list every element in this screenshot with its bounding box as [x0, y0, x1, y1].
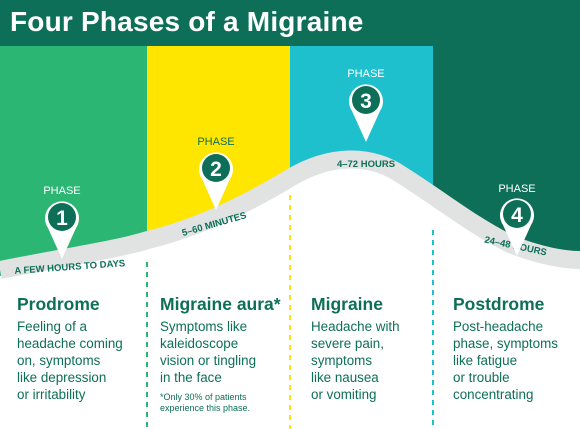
phase-3-pin-icon: 3 — [348, 84, 383, 142]
phase-3-name: Migraine — [311, 294, 383, 314]
phase-2-description: Symptoms like kaleidoscope vision or tin… — [160, 319, 257, 385]
phase-4-name: Postdrome — [453, 294, 545, 314]
phase-word-1: PHASE — [43, 185, 80, 197]
phase-word-4: PHASE — [498, 183, 535, 195]
phase-number-3: 3 — [360, 90, 372, 113]
duration-label-3: 4–72 HOURS — [337, 159, 395, 170]
page-title: Four Phases of a Migraine — [10, 6, 364, 37]
phase-2-footnote: *Only 30% of patients experience this ph… — [160, 392, 251, 413]
phase-number-1: 1 — [56, 207, 68, 230]
phase-number-2: 2 — [210, 158, 222, 181]
phase-2-name: Migraine aura* — [160, 294, 281, 314]
phase-1-pin-icon: 1 — [45, 201, 79, 259]
phase-1-name: Prodrome — [17, 294, 100, 314]
phase-3-description: Headache with severe pain, symptoms like… — [311, 319, 400, 402]
phase-4-description: Post-headache phase, symptoms like fatig… — [453, 319, 558, 402]
phase-2-pin-icon: 2 — [199, 152, 233, 210]
phase-word-2: PHASE — [197, 136, 234, 148]
phase-number-4: 4 — [511, 204, 523, 227]
phase-1-description: Feeling of a headache coming on, symptom… — [17, 319, 123, 402]
title-bar: Four Phases of a Migraine — [0, 0, 580, 46]
phase-4-pin-icon: 4 — [500, 198, 534, 256]
phase-word-3: PHASE — [347, 68, 384, 80]
